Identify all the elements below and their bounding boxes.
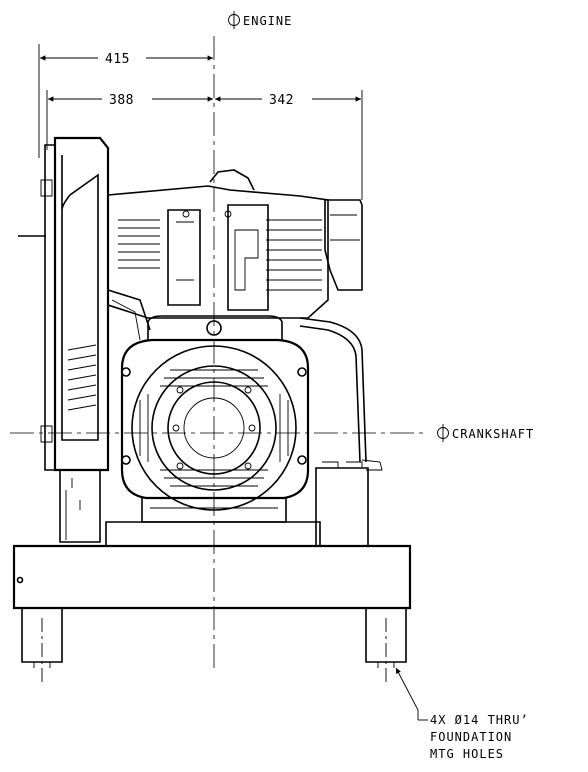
crankshaft-label: CRANKSHAFT (452, 427, 534, 441)
foundation-hole-note: 4X Ø14 THRU’ FOUNDATION MTG HOLES (395, 667, 529, 761)
engine-label: ENGINE (243, 14, 292, 28)
dimension-342: 342 (269, 93, 294, 108)
dimension-lines (38, 44, 363, 200)
note-line-1: 4X Ø14 THRU’ (430, 713, 529, 727)
centerline-symbol-icon (228, 11, 240, 29)
centerlines (10, 36, 425, 668)
battery-box (315, 461, 369, 547)
alternator-end-bell (105, 315, 321, 547)
engine-centerline-label: ENGINE (228, 11, 292, 29)
radiator-housing (18, 136, 110, 543)
crankshaft-centerline-label: CRANKSHAFT (437, 424, 534, 442)
note-line-2: FOUNDATION (430, 730, 512, 744)
note-line-3: MTG HOLES (430, 747, 504, 761)
centerline-symbol-icon (437, 424, 449, 442)
dimension-388: 388 (109, 93, 134, 108)
dimension-415: 415 (105, 52, 130, 67)
base-frame (12, 544, 412, 686)
engine-block (107, 169, 383, 471)
alternator-bolts (121, 367, 307, 470)
